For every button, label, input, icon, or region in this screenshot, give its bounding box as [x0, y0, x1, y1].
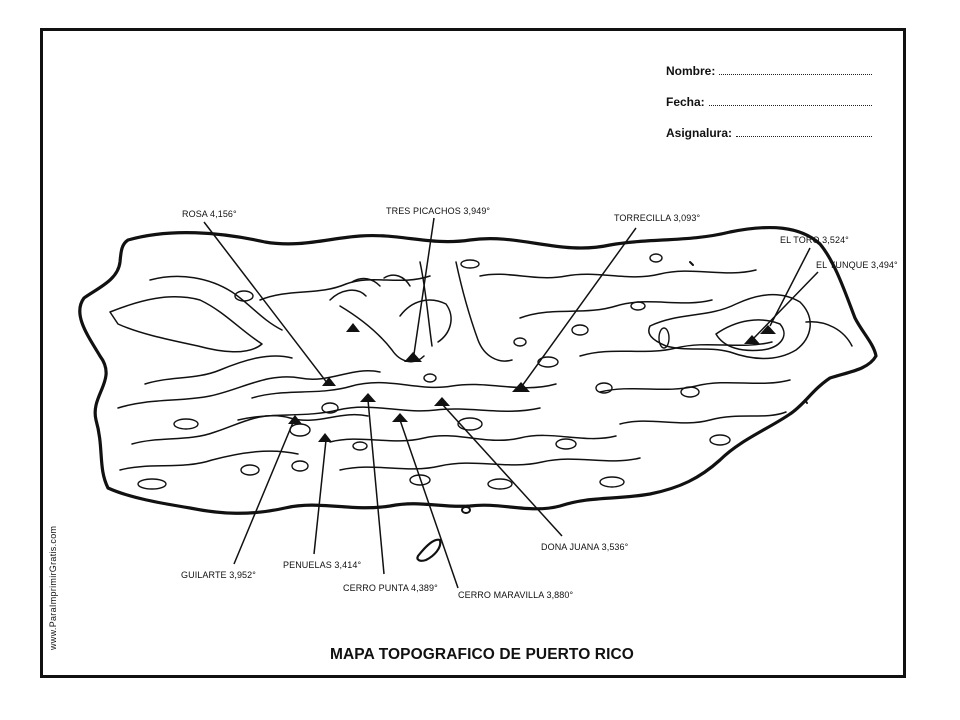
subject-blank[interactable]: [736, 126, 872, 137]
peak-marker-el-toro: [760, 325, 776, 334]
peak-marker-cerro-punta: [360, 393, 376, 402]
peak-markers: [288, 323, 776, 442]
peak-marker-tres-picachos: [404, 352, 422, 362]
name-blank[interactable]: [719, 64, 872, 75]
islet-dot: [804, 399, 808, 404]
peak-marker-north: [346, 323, 360, 332]
map-title: MAPA TOPOGRAFICO DE PUERTO RICO: [330, 646, 634, 663]
peak-marker-rosa: [322, 377, 336, 386]
label-cerro-maravilla: CERRO MARAVILLA 3,880°: [458, 590, 574, 600]
student-form: Nombre: Fecha: Asignalura:: [666, 64, 906, 157]
date-blank[interactable]: [708, 95, 872, 106]
subject-label: Asignalura:: [666, 126, 733, 140]
island-outline: [78, 225, 878, 515]
islet-caja-de-muertos: [416, 538, 442, 562]
label-el-toro: EL TORO 3,524°: [780, 235, 849, 245]
label-rosa: ROSA 4,156°: [182, 209, 237, 219]
name-row: Nombre:: [666, 64, 906, 95]
watermark-url: www.ParaImprimirGratis.com: [48, 525, 58, 650]
label-cerro-punta: CERRO PUNTA 4,389°: [343, 583, 438, 593]
label-dona-juana: DONA JUANA 3,536°: [541, 542, 629, 552]
label-tres-picachos: TRES PICACHOS 3,949°: [386, 206, 491, 216]
name-label: Nombre:: [666, 64, 716, 78]
contour-lines: [109, 261, 853, 471]
label-torrecilla: TORRECILLA 3,093°: [614, 213, 701, 223]
label-guilarte: GUILARTE 3,952°: [181, 570, 256, 580]
peak-marker-el-yunque: [744, 335, 760, 344]
subject-row: Asignalura:: [666, 126, 906, 157]
label-penuelas: PENUELAS 3,414°: [283, 560, 362, 570]
peak-marker-guilarte: [288, 415, 302, 424]
label-el-yunque: EL YUNQUE 3,494°: [816, 260, 898, 270]
map-border: [40, 28, 906, 678]
peak-marker-cerro-maravilla: [392, 413, 408, 422]
islet-dot: [689, 261, 694, 266]
peak-marker-penuelas: [318, 433, 332, 442]
leader-lines: [203, 217, 819, 589]
islet-small: [461, 506, 471, 514]
peak-marker-torrecilla: [512, 382, 530, 392]
date-row: Fecha:: [666, 95, 906, 126]
peak-marker-dona-juana: [434, 397, 450, 406]
date-label: Fecha:: [666, 95, 705, 109]
